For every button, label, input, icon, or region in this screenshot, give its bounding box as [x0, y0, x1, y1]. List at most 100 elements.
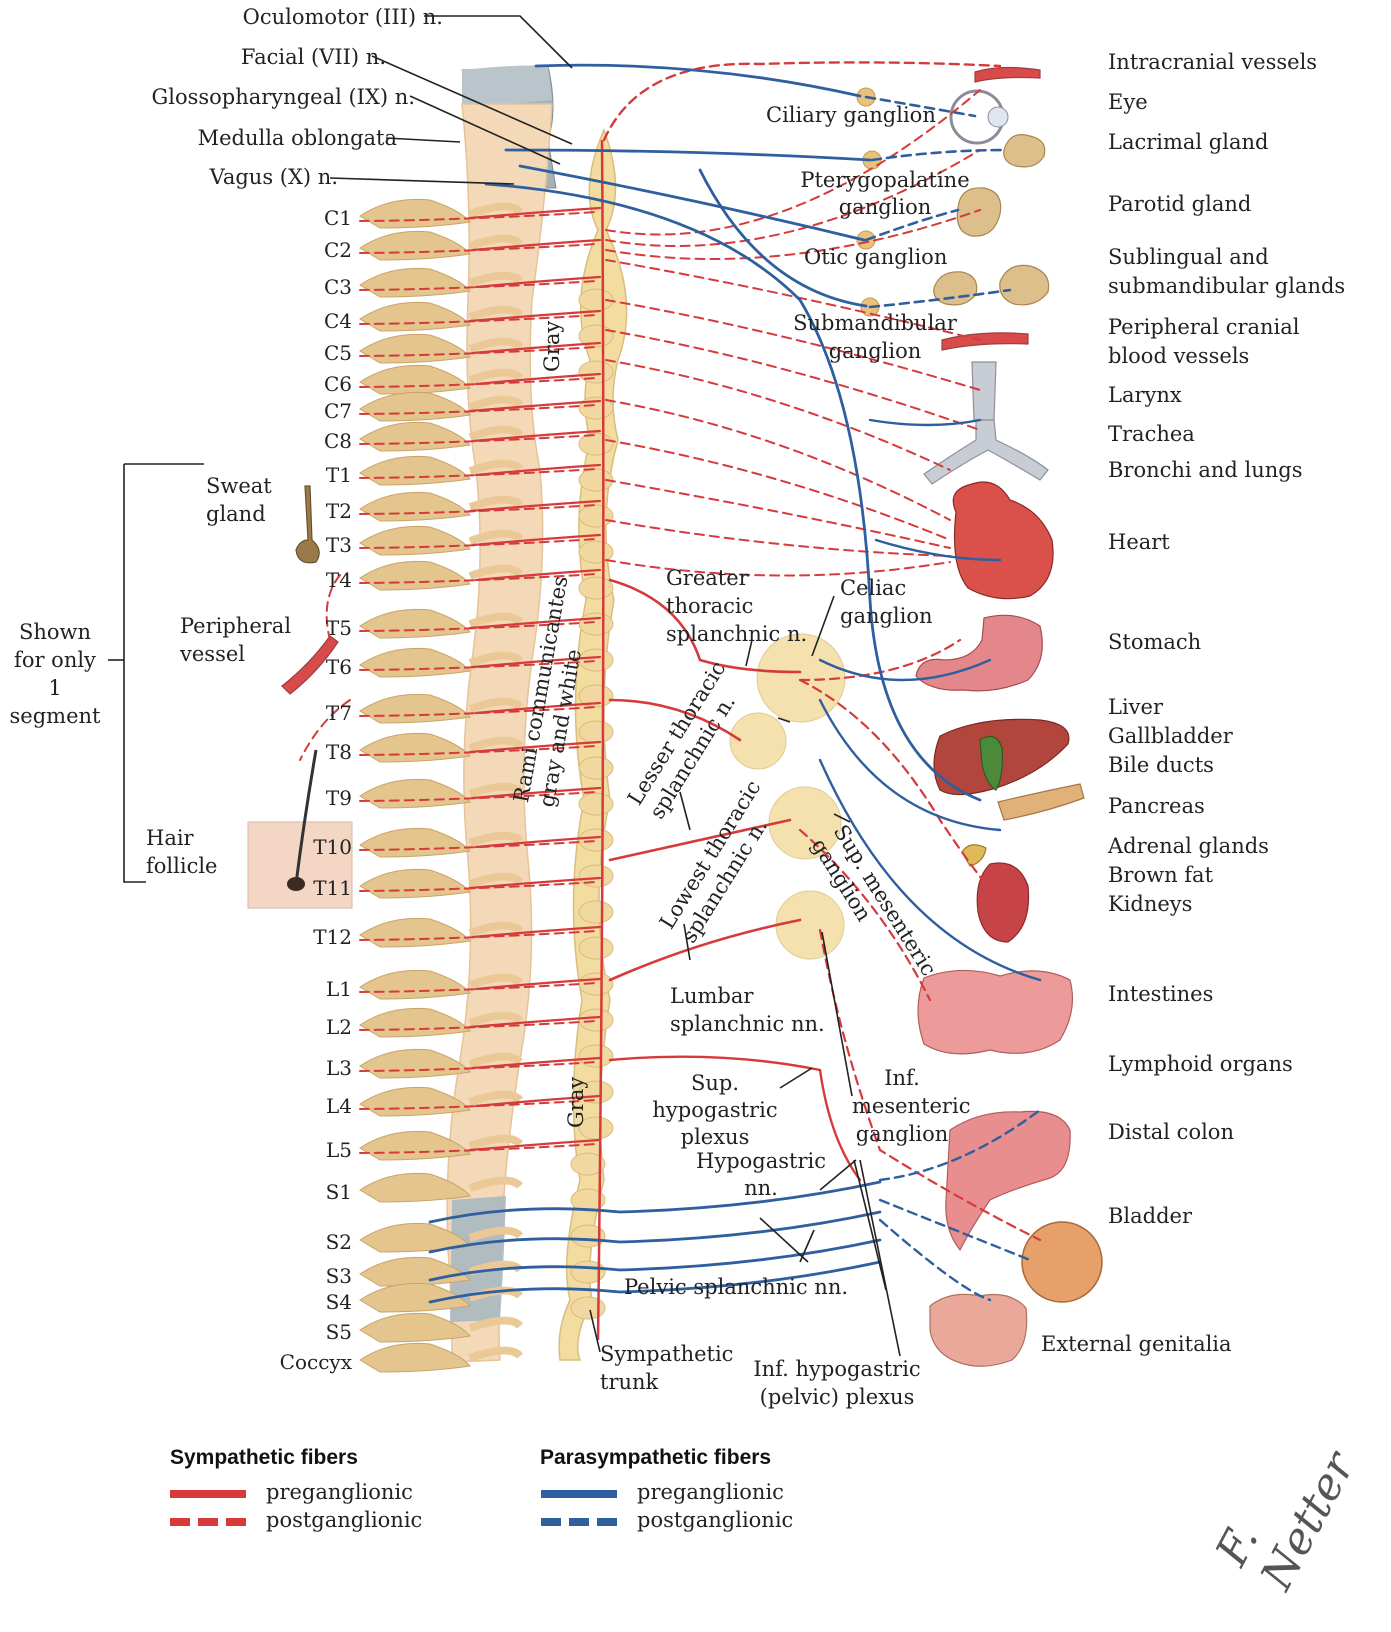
- target-organs: [247, 66, 1103, 1367]
- legend-parasympathetic-preganglionic-swatch: [541, 1490, 617, 1498]
- spinal-nerve-root-c6: [468, 368, 524, 384]
- sympathetic-preganglionic-ramus: [471, 341, 602, 355]
- organ-label-17: Bladder: [1108, 1204, 1193, 1228]
- chain-ganglion: [578, 720, 614, 744]
- segment-label-t1: T1: [325, 463, 352, 487]
- chain-ganglion: [578, 324, 614, 348]
- organ-label-16: Distal colon: [1108, 1120, 1234, 1144]
- organ-label-1: Eye: [1108, 90, 1148, 114]
- eye-lens-drawing: [987, 106, 1009, 128]
- sympathetic-postganglionic-ramus: [359, 706, 597, 717]
- label-otic-ganglion: Otic ganglion: [804, 245, 948, 269]
- vertebra-s5: [359, 1312, 471, 1343]
- label-sweat-gland: Sweat gland: [206, 474, 272, 526]
- segment-label-t12: T12: [313, 925, 352, 949]
- vagus-to-intestines: [818, 758, 1042, 982]
- sympathetic-postganglionic-to-head-thorax: [605, 519, 951, 557]
- chain-ganglion: [578, 828, 614, 852]
- vertebra-s2: [359, 1222, 471, 1253]
- vertebra-t2: [359, 491, 471, 522]
- label-pterygopalatine-ganglion: Pterygopalatine ganglion: [800, 168, 970, 219]
- vagus-to-stomach: [818, 658, 992, 682]
- chain-ganglion: [578, 864, 614, 888]
- sympathetic-postganglionic-ramus: [359, 280, 597, 291]
- sympathetic-preganglionic-ramus: [471, 533, 602, 547]
- sympathetic-postganglionic-ramus: [359, 840, 597, 851]
- spinal-nerve-root-l3: [468, 1052, 524, 1068]
- sympathetic-preganglionic-ramus: [468, 206, 602, 220]
- spinal-nerve-root-l2: [468, 1011, 524, 1027]
- organ-label-15: Lymphoid organs: [1108, 1052, 1293, 1076]
- sympathetic-preganglionic-ramus: [468, 616, 602, 630]
- sympathetic-preganglionic-ramus: [471, 925, 602, 939]
- leader-line-13: [833, 813, 851, 823]
- heart-drawing: [952, 481, 1054, 600]
- hair-shaft: [294, 749, 318, 885]
- label-inferior-hypogastric-plexus: Inf. hypogastric (pelvic) plexus: [753, 1357, 921, 1409]
- leader-line-18: [759, 1217, 809, 1263]
- spinal-nerve-root-t10: [468, 831, 524, 847]
- leader-line-14: [779, 1067, 813, 1089]
- vertebra-c2: [359, 230, 471, 261]
- spinal-nerve-root-c2: [468, 234, 524, 250]
- intestines-drawing: [917, 969, 1074, 1055]
- peripheral-vessel-drawing: [281, 635, 339, 695]
- vertebra-t1: [359, 455, 471, 486]
- chain-ganglion: [578, 684, 614, 708]
- leader-line-1: [371, 55, 573, 145]
- kidney-drawing: [976, 862, 1030, 943]
- organ-label-6: Larynx: [1108, 383, 1182, 407]
- vertebra-c1: [359, 198, 471, 229]
- label-inferior-mesenteric-ganglion: Inf. mesenteric ganglion: [852, 1066, 971, 1146]
- segment-label-t10: T10: [313, 835, 352, 859]
- sympathetic-postganglionic-ramus: [359, 538, 597, 549]
- submandibular-gland-drawing: [999, 264, 1050, 306]
- sympathetic-postganglionic-ramus: [359, 1099, 597, 1110]
- sympathetic-preganglionic-ramus: [468, 309, 602, 323]
- lacrimal-gland-drawing: [1003, 134, 1046, 168]
- sympathetic-preganglionic-ramus: [471, 238, 602, 252]
- sympathetic-postganglionic-ramus: [359, 346, 597, 357]
- vertebra-t4: [359, 560, 471, 591]
- segment-label-t3: T3: [325, 533, 352, 557]
- segment-label-l2: L2: [325, 1015, 352, 1039]
- chain-ganglion: [570, 1296, 606, 1320]
- sympathetic-postganglionic-stomach: [798, 638, 962, 682]
- vertebra-s1: [359, 1172, 471, 1203]
- leader-line-2: [409, 95, 561, 165]
- vagus-to-larynx: [868, 418, 982, 427]
- spinal-nerve-root-c4: [468, 305, 524, 321]
- leader-line-15: [821, 931, 853, 1097]
- stomach-drawing: [915, 614, 1043, 692]
- pancreas-drawing: [997, 783, 1085, 821]
- label-medulla-oblongata: Medulla oblongata: [197, 126, 397, 150]
- legend-sympathetic-preganglionic-label: preganglionic: [266, 1480, 413, 1504]
- sympathetic-postganglionic-to-head-thorax: [605, 359, 951, 471]
- segment-label-t8: T8: [325, 740, 352, 764]
- chain-ganglion: [578, 360, 614, 384]
- leader-line-21: [853, 1159, 887, 1291]
- organ-label-4: Sublingual and submandibular glands: [1108, 245, 1346, 298]
- pelvic-splanchnic-nerve-3: [428, 1210, 882, 1254]
- leader-line-3: [385, 137, 461, 143]
- chain-ganglion: [578, 504, 614, 528]
- pelvic-splanchnic-nerve-4: [428, 1238, 882, 1282]
- spinal-nerve-root-l1: [468, 973, 524, 989]
- organ-label-10: Stomach: [1108, 630, 1202, 654]
- superior-hypogastric-plexus: [608, 1055, 862, 1182]
- spinal-nerve-root-s1: [468, 1176, 524, 1192]
- larynx-drawing: [971, 361, 997, 421]
- segment-label-s2: S2: [325, 1230, 352, 1254]
- vertebra-t7: [359, 693, 471, 724]
- organ-label-9: Heart: [1108, 530, 1170, 554]
- organ-label-18: External genitalia: [1041, 1332, 1232, 1356]
- segment-label-c6: C6: [323, 372, 352, 396]
- segment-label-s1: S1: [325, 1180, 352, 1204]
- segment-label-c2: C2: [323, 238, 352, 262]
- spinal-nerve-root-t9: [468, 782, 524, 798]
- spinal-nerve-root-t5: [468, 612, 524, 628]
- chain-ganglion: [570, 1152, 606, 1176]
- organ-label-8: Bronchi and lungs: [1108, 458, 1303, 482]
- sympathetic-preganglionic-ramus: [474, 463, 602, 477]
